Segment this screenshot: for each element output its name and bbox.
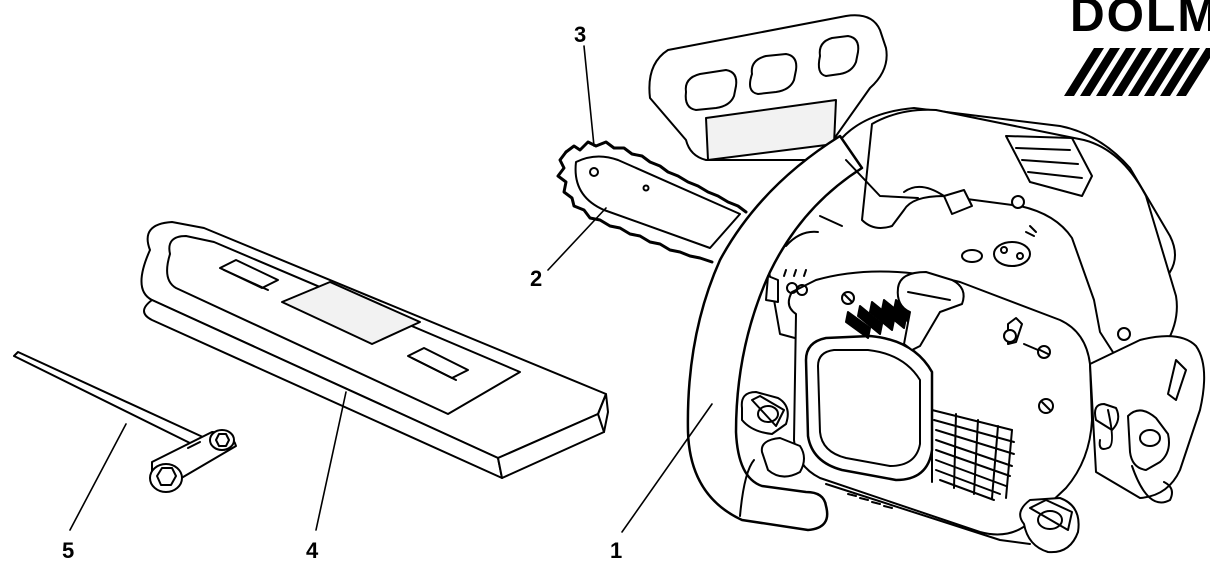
leader-lines (69, 45, 713, 533)
callout-label-4: 4 (306, 538, 319, 563)
leader-line-4 (315, 391, 347, 531)
side-grill (931, 409, 1015, 501)
guide-bar-and-chain (556, 140, 748, 264)
chainsaw-body (648, 14, 1206, 554)
callout-label-1: 1 (610, 538, 623, 563)
cooling-fins (845, 299, 919, 339)
leader-line-1 (621, 403, 713, 533)
leader-line-5 (69, 423, 127, 531)
brand-stripes-logo (1064, 48, 1210, 96)
bar-guide-cover (140, 221, 609, 479)
leader-line-3 (583, 45, 595, 147)
leader-line-2 (547, 207, 607, 271)
callout-label-5: 5 (62, 538, 75, 563)
t-wrench (13, 351, 237, 493)
brand-logo-text: DOLM (1070, 0, 1210, 42)
callout-label-2: 2 (530, 266, 543, 291)
callout-label-3: 3 (574, 22, 587, 47)
